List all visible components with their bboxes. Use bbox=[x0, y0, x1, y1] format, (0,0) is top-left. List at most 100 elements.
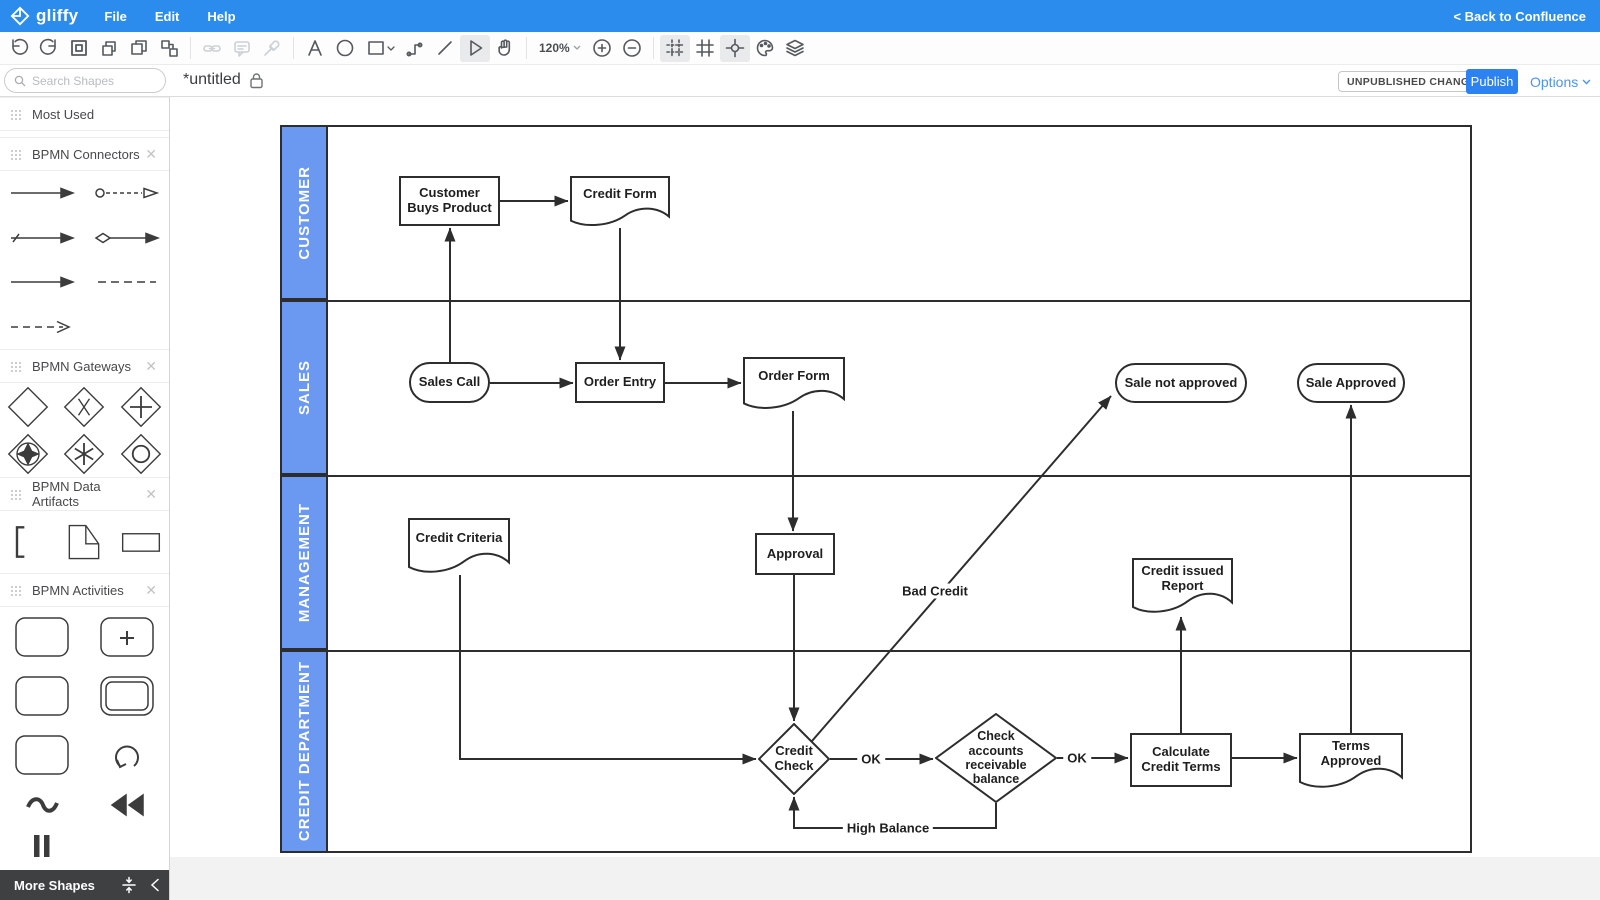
close-icon[interactable]: ✕ bbox=[145, 358, 157, 374]
redo-button[interactable] bbox=[34, 35, 64, 62]
lane-header-credit-department[interactable]: CREDIT DEPARTMENT bbox=[280, 650, 328, 853]
shape-pause-marker[interactable] bbox=[29, 833, 55, 859]
ungroup-button[interactable] bbox=[94, 35, 124, 62]
more-shapes-bar[interactable]: More Shapes bbox=[0, 870, 169, 900]
shape-rectangle-artifact[interactable] bbox=[119, 527, 163, 557]
search-input[interactable] bbox=[32, 73, 150, 88]
shape-gateway-parallel[interactable] bbox=[119, 385, 163, 429]
node-credit-form[interactable]: Credit Form bbox=[570, 176, 670, 228]
shape-gateway-exclusive[interactable] bbox=[62, 385, 106, 429]
node-check-accounts-receivable-balance[interactable]: Check accounts receivable balance bbox=[935, 713, 1057, 803]
lane-header-sales[interactable]: SALES bbox=[280, 300, 328, 475]
back-to-confluence-link[interactable]: < Back to Confluence bbox=[1453, 8, 1586, 24]
ellipse-tool-button[interactable] bbox=[330, 35, 360, 62]
section-bpmn-data-artifacts[interactable]: BPMN Data Artifacts ✕ bbox=[0, 477, 169, 511]
shape-gateway-complex-filled[interactable] bbox=[6, 432, 50, 476]
lane-header-customer[interactable]: CUSTOMER bbox=[280, 125, 328, 300]
rectangle-icon bbox=[121, 533, 160, 552]
comment-button[interactable] bbox=[227, 35, 257, 62]
document-title: *untitled bbox=[183, 71, 264, 89]
node-credit-criteria[interactable]: Credit Criteria bbox=[408, 518, 510, 575]
shape-task[interactable] bbox=[13, 615, 71, 659]
shape-default-flow[interactable] bbox=[9, 229, 76, 247]
rectangle-icon bbox=[368, 41, 395, 55]
paste-button[interactable] bbox=[154, 35, 184, 62]
shape-tool-button[interactable] bbox=[360, 35, 400, 62]
menu-edit[interactable]: Edit bbox=[154, 8, 180, 24]
select-tool-button[interactable] bbox=[460, 34, 490, 62]
node-calculate-credit-terms[interactable]: Calculate Credit Terms bbox=[1130, 733, 1232, 787]
connector-tool-button[interactable] bbox=[400, 35, 430, 62]
shape-message-flow[interactable] bbox=[94, 184, 160, 202]
close-icon[interactable]: ✕ bbox=[145, 146, 157, 162]
shape-transaction[interactable] bbox=[98, 674, 156, 718]
pan-tool-button[interactable] bbox=[490, 35, 520, 62]
shape-group-bracket[interactable] bbox=[6, 520, 50, 564]
node-approval[interactable]: Approval bbox=[755, 533, 835, 575]
flow-edge[interactable] bbox=[459, 575, 757, 765]
node-sale-approved[interactable]: Sale Approved bbox=[1297, 363, 1405, 403]
node-sales-call[interactable]: Sales Call bbox=[409, 362, 490, 403]
layers-button[interactable] bbox=[780, 35, 810, 62]
zoom-out-button[interactable] bbox=[617, 35, 647, 62]
shape-conditional-flow[interactable] bbox=[94, 229, 160, 247]
collapse-sections-icon[interactable] bbox=[120, 876, 138, 894]
shape-dashed-line[interactable] bbox=[94, 273, 160, 291]
double-rounded-rect-icon bbox=[100, 676, 154, 716]
undo-icon bbox=[12, 38, 29, 55]
text-tool-button[interactable] bbox=[300, 35, 330, 62]
menu-file[interactable]: File bbox=[104, 8, 127, 24]
shape-compensation-marker[interactable] bbox=[107, 793, 147, 817]
section-bpmn-activities[interactable]: BPMN Activities ✕ bbox=[0, 573, 169, 607]
section-bpmn-connectors[interactable]: BPMN Connectors ✕ bbox=[0, 137, 169, 171]
node-order-entry[interactable]: Order Entry bbox=[575, 362, 665, 403]
shape-sequence-flow[interactable] bbox=[9, 273, 76, 291]
shape-gateway-inclusive[interactable] bbox=[119, 432, 163, 476]
group-button[interactable] bbox=[64, 35, 94, 62]
diamond-star-icon bbox=[7, 433, 49, 474]
publish-button[interactable]: Publish bbox=[1466, 69, 1518, 94]
menu-help[interactable]: Help bbox=[207, 8, 236, 24]
collapse-sidebar-chevron-icon[interactable] bbox=[150, 878, 160, 892]
rounded-rect-icon bbox=[15, 676, 69, 716]
zoom-in-button[interactable] bbox=[587, 35, 617, 62]
node-terms-approved[interactable]: Terms Approved bbox=[1299, 733, 1403, 790]
shape-call-activity[interactable] bbox=[13, 733, 71, 777]
undo-button[interactable] bbox=[4, 35, 34, 62]
shape-gateway-empty[interactable] bbox=[6, 385, 50, 429]
shape-subprocess[interactable] bbox=[98, 615, 156, 659]
shape-data-object[interactable] bbox=[62, 520, 106, 564]
grid-toggle[interactable] bbox=[690, 35, 720, 62]
node-customer-buys-product[interactable]: Customer Buys Product bbox=[399, 176, 500, 226]
shape-gateway-complex[interactable] bbox=[62, 432, 106, 476]
copy-button[interactable] bbox=[124, 35, 154, 62]
zoom-level-dropdown[interactable]: 120% bbox=[533, 41, 587, 55]
shape-search-box[interactable] bbox=[4, 68, 166, 93]
node-sale-not-approved[interactable]: Sale not approved bbox=[1115, 363, 1247, 403]
snap-to-grid-toggle[interactable] bbox=[659, 34, 690, 62]
guides-toggle[interactable] bbox=[719, 34, 750, 62]
shape-dashed-open-arrow[interactable] bbox=[9, 318, 75, 336]
flow-edge[interactable] bbox=[811, 395, 1112, 742]
line-tool-button[interactable] bbox=[430, 35, 460, 62]
shape-adhoc-marker[interactable] bbox=[20, 792, 64, 818]
lane-header-management[interactable]: MANAGEMENT bbox=[280, 475, 328, 650]
close-icon[interactable]: ✕ bbox=[145, 486, 157, 502]
node-credit-issued-report[interactable]: Credit issued Report bbox=[1132, 558, 1233, 615]
node-label: Credit issued Report bbox=[1141, 562, 1224, 593]
section-most-used[interactable]: Most Used bbox=[0, 97, 169, 131]
circle-dashed-arrow-icon bbox=[95, 187, 160, 199]
close-icon[interactable]: ✕ bbox=[145, 582, 157, 598]
eyedropper-button[interactable] bbox=[257, 35, 287, 62]
shape-loop-marker[interactable] bbox=[107, 735, 147, 775]
node-credit-check[interactable]: Credit Check bbox=[758, 723, 830, 795]
shape-task-plain[interactable] bbox=[13, 674, 71, 718]
gliffy-logo[interactable]: gliffy bbox=[0, 6, 92, 26]
theme-button[interactable] bbox=[750, 35, 780, 62]
section-bpmn-gateways[interactable]: BPMN Gateways ✕ bbox=[0, 349, 169, 383]
options-dropdown[interactable]: Options bbox=[1530, 74, 1591, 90]
link-button[interactable] bbox=[197, 35, 227, 62]
node-order-form[interactable]: Order Form bbox=[743, 357, 845, 411]
shape-solid-arrow[interactable] bbox=[9, 184, 76, 202]
